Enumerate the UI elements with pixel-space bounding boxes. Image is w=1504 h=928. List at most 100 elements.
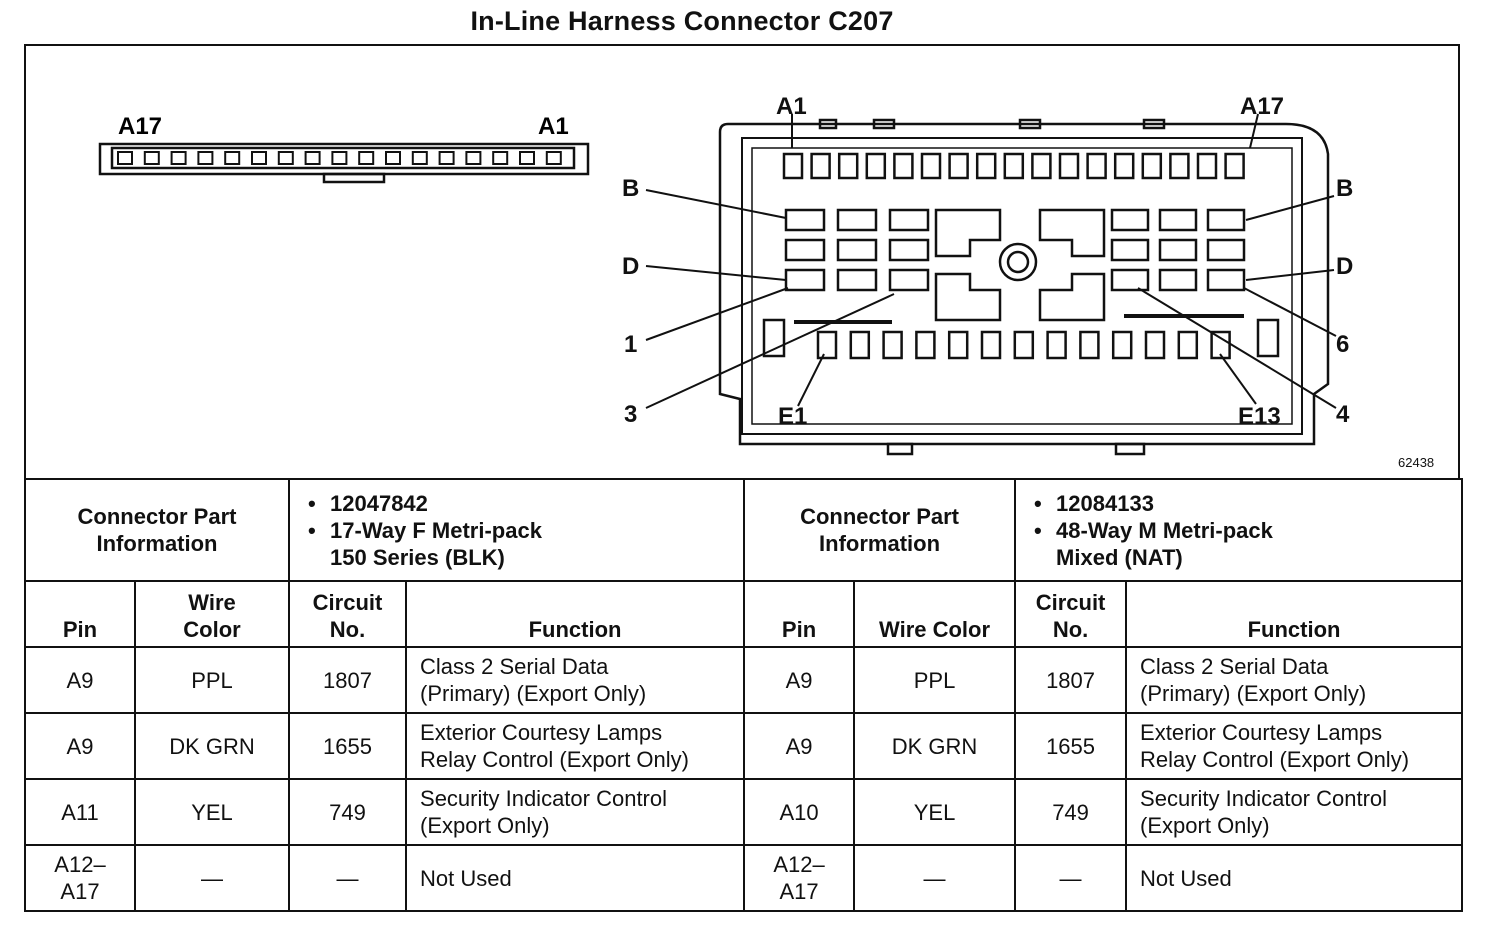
leader-1 [645, 287, 789, 341]
cell-wire-color: YEL [853, 778, 1017, 846]
cavity-large [1158, 208, 1198, 232]
cavity-a [893, 152, 914, 180]
cell-pin: A9 [24, 712, 136, 780]
center-boss-outer [998, 242, 1038, 282]
page-title: In-Line Harness Connector C207 [470, 6, 894, 36]
leader-4 [1137, 287, 1337, 409]
part-info-row: Connector Part Information 12047842 17-W… [23, 478, 1464, 582]
polarization-key [1038, 208, 1106, 258]
part-desc-line2: Mixed (NAT) [1056, 544, 1183, 570]
label-d-left: D [622, 253, 639, 280]
cell-circuit: 749 [288, 778, 408, 846]
cavity-e [1210, 330, 1231, 360]
function-line2: (Primary) (Export Only) [420, 681, 647, 706]
header-wire-line2: Color [183, 617, 241, 642]
header-function-left: Function [405, 580, 746, 648]
pin-cavity [438, 151, 455, 165]
pin-cavity [519, 151, 535, 165]
connector-17-latch [322, 172, 386, 184]
cavity-a [865, 152, 887, 180]
row-a-cavities [782, 152, 1245, 180]
connector-48-inner-shell [741, 137, 1303, 435]
part-info-label-left: Connector Part Information [23, 478, 291, 582]
connector-48-tab [1018, 118, 1042, 130]
part-desc-line2: 150 Series (BLK) [330, 544, 505, 570]
cell-circuit: 749 [1014, 778, 1128, 846]
connector-17-pins [117, 151, 562, 165]
cavity-large [1206, 208, 1246, 232]
function-line1: Exterior Courtesy Lamps [1140, 720, 1383, 745]
pin-cavity [465, 151, 482, 165]
cell-wire-color: DK GRN [133, 712, 291, 780]
cell-pin: A9 [743, 646, 856, 714]
label-pin-6: 6 [1336, 331, 1349, 358]
cavity-a [1196, 152, 1218, 180]
cavity-a [837, 152, 859, 180]
corner-lock [1256, 318, 1280, 358]
cavity-large [836, 238, 878, 262]
center-boss-inner [1006, 250, 1030, 274]
cavity-large [1158, 268, 1198, 292]
polarization-key [1038, 272, 1106, 322]
cell-function: Not Used [1125, 844, 1464, 912]
header-pin-right: Pin [743, 580, 856, 648]
cavity-large [1206, 238, 1246, 262]
header-circuit-line2: No. [329, 617, 366, 642]
pin-cavity [170, 151, 187, 165]
label-e13: E13 [1238, 403, 1281, 430]
leader-e13 [1219, 353, 1257, 405]
cavity-large [836, 208, 878, 232]
cell-circuit: — [288, 844, 408, 912]
pin-cavity [224, 151, 241, 165]
cavity-large [888, 208, 930, 232]
leader-e1 [797, 353, 825, 407]
cavity-large [784, 238, 826, 262]
cavity-a [1113, 152, 1135, 180]
cell-wire-color: — [853, 844, 1017, 912]
header-wire-line1: Wire [188, 590, 236, 615]
cavity-e [1079, 330, 1100, 360]
polarization-key [934, 272, 1002, 322]
label-d-right: D [1336, 253, 1353, 280]
function-line2: Relay Control (Export Only) [1140, 747, 1410, 772]
row-e-cavities [816, 330, 1231, 360]
pin-cavity [197, 151, 214, 165]
leader-3 [645, 293, 895, 409]
connector-diagram: A17 A1 [98, 93, 1353, 456]
cell-circuit: 1807 [288, 646, 408, 714]
cavity-a [975, 152, 997, 180]
leader-d-left [645, 265, 787, 281]
cavity-e [915, 330, 936, 360]
part-info-label-text: Connector Part Information [77, 504, 237, 556]
cell-circuit: 1655 [288, 712, 408, 780]
cell-pin: A12–A17 [743, 844, 856, 912]
pin-cavity [385, 151, 401, 165]
pin-range-start: A12– [773, 852, 825, 877]
left-cavity-block [784, 208, 930, 292]
cell-wire-color: — [133, 844, 291, 912]
cell-wire-color: YEL [133, 778, 291, 846]
cell-circuit: 1807 [1014, 646, 1128, 714]
cell-function: Not Used [405, 844, 746, 912]
header-circuit-line1: Circuit [1035, 590, 1106, 615]
cavity-e [816, 330, 838, 360]
cavity-large [1110, 238, 1150, 262]
pin-cavity [331, 151, 348, 165]
connector-pinout-table: Connector Part Information 12047842 17-W… [23, 478, 1464, 912]
part-desc-line1: 48-Way M Metri-pack [1056, 517, 1273, 543]
diagram-frame [24, 44, 1460, 480]
connector-48-face [751, 147, 1293, 425]
corner-lock [762, 318, 786, 358]
cell-wire-color: PPL [133, 646, 291, 714]
right-cavity-block [1110, 208, 1246, 292]
connector-48-tab [1114, 442, 1146, 456]
part-desc-line1: 17-Way F Metri-pack [330, 517, 542, 543]
cavity-a [1003, 152, 1025, 180]
table-row: A11 YEL 749 Security Indicator Control(E… [24, 778, 1464, 846]
cavity-a [948, 152, 969, 180]
cell-pin: A11 [24, 778, 136, 846]
